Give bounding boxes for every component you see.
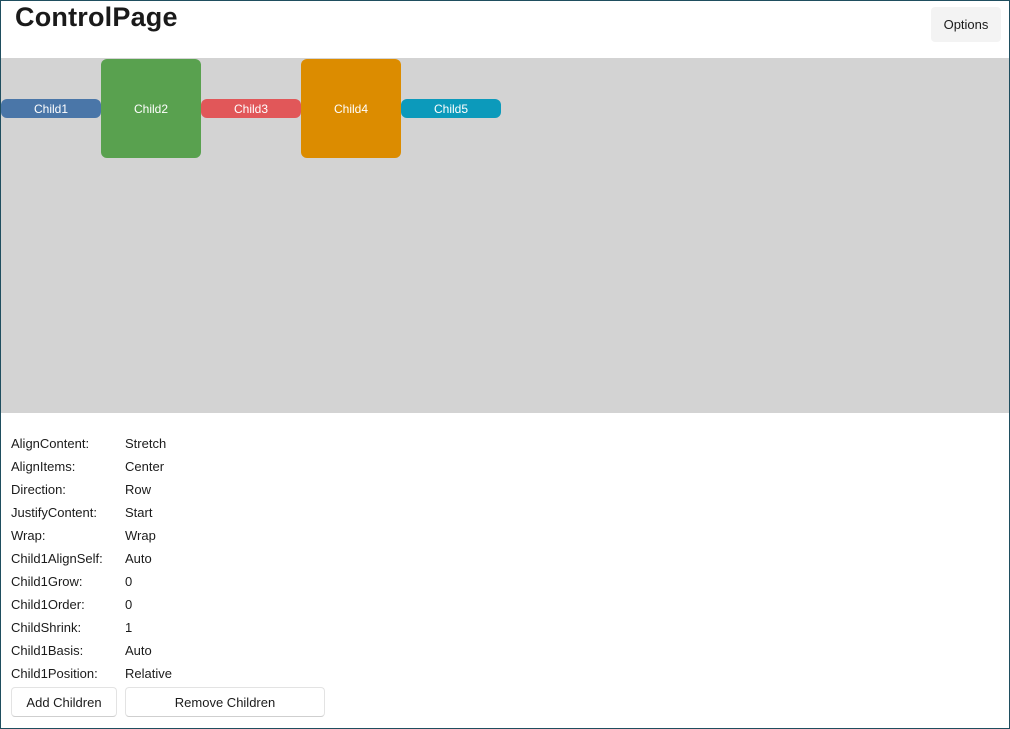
property-value: Start — [125, 505, 153, 520]
child4-box: Child4 — [301, 59, 401, 158]
property-label: Child1Basis: — [11, 643, 84, 658]
property-label: Child1Position: — [11, 666, 98, 681]
property-value: Center — [125, 459, 165, 474]
child3-box: Child3 — [201, 99, 301, 118]
flex-container: Child1 Child2 Child3 Child4 Child5 — [1, 58, 1009, 413]
property-value: Relative — [125, 666, 172, 681]
property-label: AlignItems: — [11, 459, 76, 474]
property-value: 0 — [125, 574, 133, 589]
property-label: Wrap: — [11, 528, 46, 543]
child5-box: Child5 — [401, 99, 501, 118]
property-value: Row — [125, 482, 152, 497]
page-header: ControlPage Options — [1, 1, 1009, 58]
property-label: ChildShrink: — [11, 620, 82, 635]
property-value: Wrap — [125, 528, 156, 543]
child2-box: Child2 — [101, 59, 201, 158]
add-children-button[interactable]: Add Children — [11, 687, 117, 717]
property-value: 0 — [125, 597, 133, 612]
property-value: Stretch — [125, 436, 167, 451]
property-label: Direction: — [11, 482, 66, 497]
property-label: JustifyContent: — [11, 505, 97, 520]
property-label: AlignContent: — [11, 436, 90, 451]
remove-children-button[interactable]: Remove Children — [125, 687, 325, 717]
child1-box: Child1 — [1, 99, 101, 118]
property-value: Auto — [125, 551, 152, 566]
property-value: 1 — [125, 620, 133, 635]
property-label: Child1AlignSelf: — [11, 551, 103, 566]
options-button[interactable]: Options — [931, 7, 1001, 42]
property-label: Child1Grow: — [11, 574, 83, 589]
page-title: ControlPage — [15, 2, 178, 32]
property-value: Auto — [125, 643, 152, 658]
property-label: Child1Order: — [11, 597, 85, 612]
